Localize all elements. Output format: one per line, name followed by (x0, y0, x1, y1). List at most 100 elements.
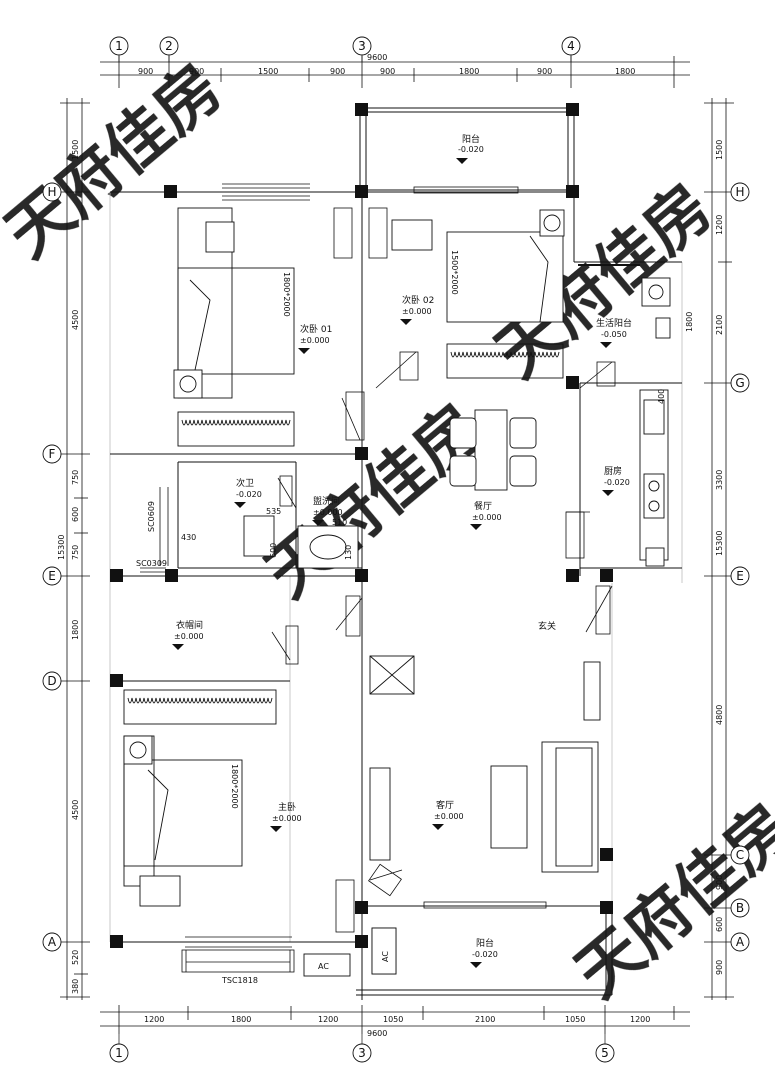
room-name: 阳台 (462, 133, 480, 145)
axis-label: 1 (115, 1046, 123, 1060)
dim-inner: 130 (344, 545, 353, 560)
dim-top-total: 9600 (367, 53, 387, 62)
room-labels: 阳台 -0.020 次卧 01 ±0.000 次卧 02 ±0.000 生活阳台… (174, 133, 632, 959)
wardrobes (123, 343, 564, 725)
window-label: TSC1818 (221, 976, 258, 985)
kitchen-counter (639, 389, 669, 567)
room-level: ±0.000 (472, 513, 502, 522)
bed-size-label: 1800*2000 (282, 272, 291, 317)
room-name: 次卧 01 (300, 323, 332, 335)
room-name: 次卫 (236, 477, 254, 489)
dim-text: 600 (71, 507, 80, 522)
axis-label: H (735, 185, 744, 199)
right-dimension-texts: 1500 1200 2100 3300 4800 900 600 900 153… (715, 140, 724, 975)
axis-label: 4 (567, 39, 575, 53)
washer (641, 277, 671, 339)
dim-inner: 400 (657, 389, 666, 404)
walls (109, 107, 683, 1000)
dim-left-total: 15300 (57, 535, 66, 560)
dimension-lines (60, 56, 734, 1034)
dim-text: 3300 (715, 470, 724, 490)
dim-text: 900 (715, 875, 724, 890)
dim-text: 1800 (615, 67, 635, 76)
room-name: 生活阳台 (596, 317, 632, 329)
dim-text: 1200 (318, 1015, 338, 1024)
dim-right-total: 15300 (715, 531, 724, 556)
axis-label: F (49, 447, 56, 461)
axis-label: G (735, 376, 744, 390)
room-level: ±0.000 (313, 508, 343, 517)
room-name: 次卧 02 (402, 294, 434, 306)
dim-text: 900 (715, 960, 724, 975)
axis-label: 2 (165, 39, 173, 53)
dim-inner: 1800 (685, 312, 694, 332)
dim-text: 1500 (71, 140, 80, 160)
axis-bubbles (42, 36, 750, 1063)
dim-text: 380 (71, 979, 80, 994)
ac-units (303, 927, 397, 977)
room-level: ±0.000 (434, 812, 464, 821)
room-level: ±0.000 (272, 814, 302, 823)
dim-text: 1800 (459, 67, 479, 76)
windows (140, 183, 640, 973)
dim-text: 1500 (258, 67, 278, 76)
left-dimension-texts: 1500 4500 750 600 750 1800 4500 520 380 … (57, 140, 80, 994)
room-level: -0.050 (601, 330, 627, 339)
dim-text: 750 (71, 470, 80, 485)
axis-labels: 1 2 3 4 1 3 5 H H G F E E D C B A A (47, 39, 745, 1060)
axis-label: C (736, 848, 744, 862)
dim-text: 520 (71, 950, 80, 965)
room-name: 阳台 (476, 937, 494, 949)
dim-text: 2100 (475, 1015, 495, 1024)
axis-label: H (47, 185, 56, 199)
room-name: 厨房 (604, 465, 622, 477)
bottom-dimension-texts: 1200 1800 1200 1050 2100 1050 1200 9600 (144, 1015, 650, 1038)
room-name: 盥洗间 (313, 495, 340, 507)
room-level: -0.020 (604, 478, 630, 487)
bed-3 (123, 735, 243, 907)
room-level: ±0.000 (300, 336, 330, 345)
dim-text: 4800 (715, 705, 724, 725)
level-markers (172, 158, 614, 968)
axis-label: 3 (358, 1046, 366, 1060)
bed-size-label: 1500*2000 (450, 250, 459, 295)
top-dimension-texts: 9600 900 900 1500 900 900 1800 900 1800 (138, 53, 635, 76)
room-level: ±0.000 (174, 632, 204, 641)
misc-labels: 1800 400 535 510 430 600 130 SC0609 SC03… (136, 312, 694, 985)
dim-text: 900 (380, 67, 395, 76)
ac-label: AC (381, 951, 390, 962)
window-label: SC0309 (136, 559, 167, 568)
dim-text: 1200 (630, 1015, 650, 1024)
dim-text: 900 (189, 67, 204, 76)
axis-label: D (47, 674, 56, 688)
axis-label: 3 (358, 39, 366, 53)
doors (271, 207, 616, 975)
dim-text: 900 (330, 67, 345, 76)
axis-label: E (736, 569, 744, 583)
dining-table (449, 409, 537, 491)
dim-text: 1200 (144, 1015, 164, 1024)
room-name: 衣帽间 (176, 619, 203, 631)
room-name: 主卧 (278, 801, 296, 813)
dim-text: 1050 (383, 1015, 403, 1024)
dim-text: 1200 (715, 215, 724, 235)
dim-text: 4500 (71, 310, 80, 330)
dim-text: 750 (71, 545, 80, 560)
dim-text: 1050 (565, 1015, 585, 1024)
dim-text: 1800 (71, 620, 80, 640)
axis-label: 1 (115, 39, 123, 53)
dim-text: 2100 (715, 315, 724, 335)
axis-label: A (48, 935, 57, 949)
axis-label: 5 (601, 1046, 609, 1060)
dim-inner: 430 (181, 533, 196, 542)
dim-text: 1800 (231, 1015, 251, 1024)
ac-label: AC (318, 962, 329, 971)
axis-label: E (48, 569, 56, 583)
room-level: ±0.000 (402, 307, 432, 316)
bed-2 (391, 209, 565, 323)
dim-text: 900 (138, 67, 153, 76)
bathroom-fixtures (243, 515, 359, 569)
room-name: 餐厅 (474, 500, 492, 512)
room-name: 玄关 (538, 620, 556, 632)
columns (110, 103, 613, 948)
